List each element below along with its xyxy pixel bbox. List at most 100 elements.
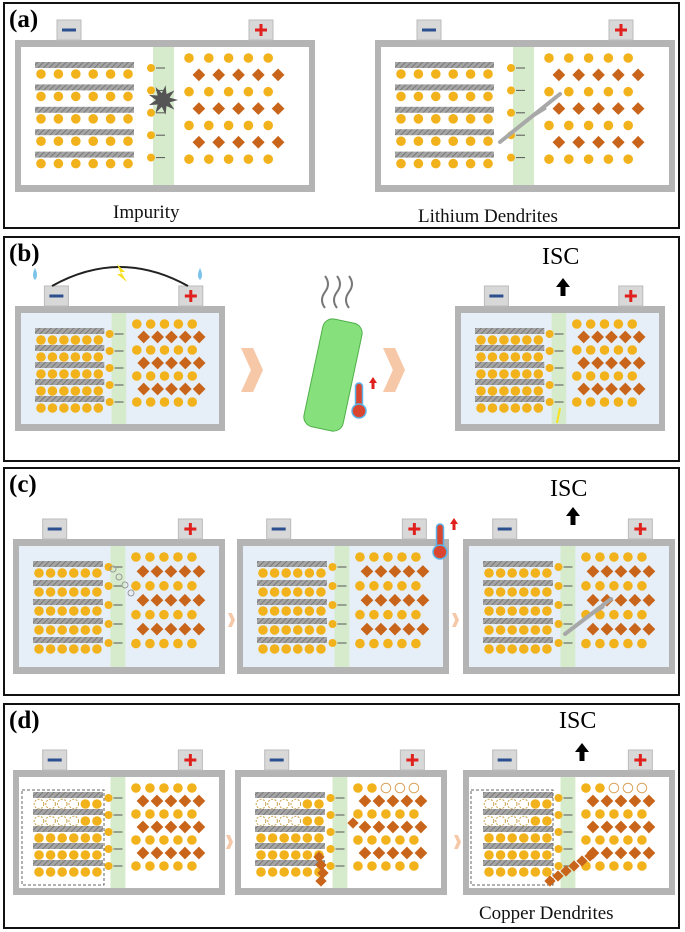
cathode-lithium: [608, 782, 620, 794]
cell-frame-right: [219, 770, 225, 895]
lithium-particle: [255, 815, 267, 827]
lithium-particle: [123, 136, 133, 146]
cathode-lithium: [159, 345, 170, 355]
anode-layer: [33, 637, 103, 643]
lithium-particle: [510, 369, 521, 379]
cathode-lithium: [595, 609, 605, 620]
lithium-particle: [105, 158, 116, 169]
lithium-ion: [104, 862, 113, 870]
panel-b-isc-label: ISC: [542, 244, 580, 270]
lithium-particle: [542, 587, 552, 597]
cathode-lithium: [243, 86, 254, 97]
thermometer-bulb-icon: [432, 544, 448, 560]
cathode-lithium: [243, 53, 254, 63]
cathode-particle: [136, 794, 150, 808]
positive-sign-icon: [259, 24, 263, 36]
cathode-lithium: [369, 638, 379, 649]
lithium-particle: [314, 833, 324, 843]
cathode-particle: [136, 820, 150, 834]
thermometer-bulb-icon: [351, 403, 367, 419]
lithium-particle: [304, 568, 315, 578]
lithium-particle: [495, 568, 506, 578]
cathode-particle: [192, 135, 206, 149]
lithium-particle: [82, 386, 92, 396]
cathode-lithium: [585, 345, 596, 355]
cathode-lithium: [187, 319, 198, 329]
impurity-caption: Impurity: [113, 202, 180, 223]
lithium-particle: [93, 403, 104, 413]
lithium-particle: [487, 369, 498, 379]
chevron-arrow-icon: [452, 613, 459, 627]
lithium-ion: [554, 794, 563, 802]
lithium-particle: [316, 587, 326, 597]
lithium-ion: [554, 639, 563, 647]
lithium-particle: [533, 335, 544, 345]
chevron-arrow-icon: [228, 613, 235, 627]
cathode-lithium: [263, 120, 274, 131]
lithium-particle: [448, 158, 459, 169]
cathode-lithium: [411, 638, 421, 649]
lithium-particle: [530, 850, 541, 860]
lithium-particle: [506, 815, 518, 827]
lithium-particle: [507, 568, 517, 578]
lithium-particle: [302, 833, 313, 843]
anode-layer: [33, 561, 103, 567]
lithium-particle: [281, 644, 291, 654]
lithium-particle: [93, 386, 104, 396]
cell-frame-bottom: [455, 424, 665, 431]
cathode-particle: [628, 593, 642, 607]
lithium-particle: [267, 815, 278, 827]
cathode-lithium: [583, 53, 594, 63]
cathode-lithium: [572, 371, 582, 381]
cathode-particle: [586, 794, 600, 808]
cathode-lithium: [159, 638, 169, 649]
cathode-lithium: [159, 609, 169, 620]
cathode-lithium: [623, 809, 633, 819]
lithium-particle: [465, 91, 476, 102]
separator: [110, 546, 126, 667]
lithium-particle: [314, 816, 324, 826]
cathode-lithium: [585, 371, 596, 381]
cathode-lithium: [613, 345, 624, 355]
lithium-ion: [104, 845, 113, 853]
lithium-particle: [269, 568, 280, 578]
lithium-particle: [70, 369, 81, 379]
panel-c-label: (c): [9, 471, 37, 498]
panel-b-label: (b): [9, 240, 40, 267]
lithium-ion: [105, 347, 114, 355]
lithium-particle: [290, 815, 302, 827]
cathode-lithium: [599, 371, 610, 381]
lithium-particle: [80, 833, 91, 843]
cathode-particle: [400, 794, 414, 808]
cathode-lithium: [355, 581, 365, 591]
lithium-particle: [53, 158, 64, 169]
cell-frame-left: [375, 40, 381, 192]
cell-frame-right: [219, 539, 225, 674]
lithium-particle: [92, 850, 102, 860]
cathode-particle: [178, 820, 192, 834]
cathode-particle: [628, 820, 642, 834]
cathode-particle: [212, 102, 226, 115]
cathode-particle: [614, 794, 628, 808]
cathode-lithium: [132, 371, 142, 381]
cathode-lithium: [145, 861, 155, 871]
cathode-lithium: [173, 835, 183, 845]
lithium-particle: [542, 568, 552, 578]
lithium-ion: [328, 639, 337, 647]
cathode-lithium: [637, 581, 647, 591]
swollen-battery-icon: [303, 318, 363, 432]
anode-layer: [33, 809, 103, 815]
cell-frame-right: [669, 770, 675, 895]
lithium-particle: [123, 69, 133, 79]
positive-sign-icon: [188, 523, 192, 535]
cathode-lithium: [383, 638, 393, 649]
cathode-lithium: [159, 581, 169, 591]
cathode-lithium: [411, 609, 421, 620]
anode-layer: [255, 843, 325, 849]
cathode-particle: [600, 820, 614, 834]
anode-layer: [33, 580, 103, 586]
cathode-lithium: [173, 581, 183, 591]
lithium-ion: [507, 153, 515, 162]
cathode-particle: [192, 820, 206, 834]
lithium-particle: [34, 625, 44, 635]
